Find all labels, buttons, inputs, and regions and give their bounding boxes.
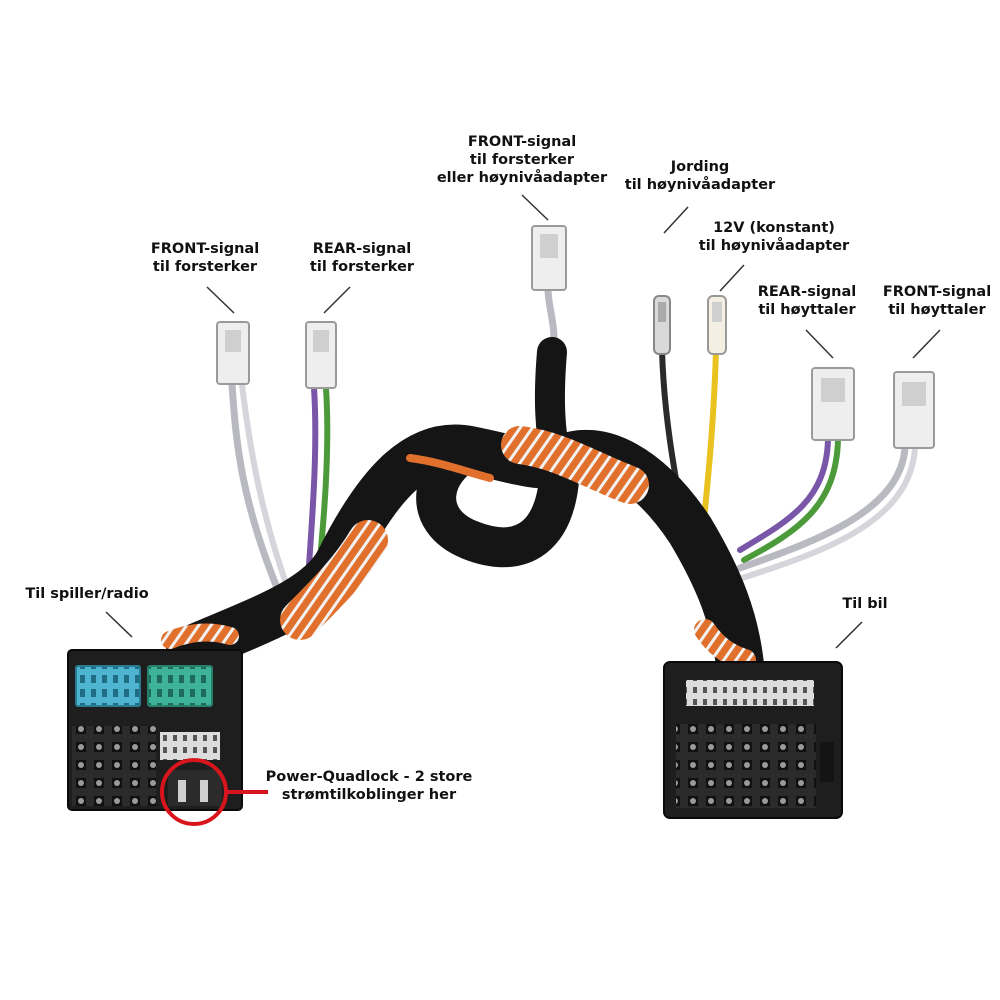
orange-section-center: [501, 426, 649, 504]
bundle-sleeve-loop: [416, 430, 580, 568]
label-front-signal-amp-top: FRONT-signal til forsterker eller høyniv…: [436, 134, 608, 186]
wire-rear-amp-purple: [305, 385, 319, 583]
leader-front-speaker: [912, 329, 941, 359]
leader-rear-amp: [323, 286, 351, 314]
leader-12v: [719, 264, 745, 292]
leader-ground: [663, 206, 689, 234]
connector-front-speaker: [893, 371, 935, 449]
connector-12v-spade: [707, 295, 727, 355]
leader-front-amp-left: [206, 286, 235, 314]
label-rear-signal-speaker: REAR-signal til høyttaler: [757, 284, 857, 318]
label-12v-constant: 12V (konstant) til høynivåadapter: [698, 220, 850, 254]
label-ground: Jording til høynivåadapter: [624, 159, 776, 193]
leader-lines: [105, 194, 941, 649]
wire-front-amp-left-grey: [228, 381, 286, 604]
leader-car: [835, 621, 863, 649]
label-to-radio: Til spiller/radio: [25, 586, 149, 602]
wire-rear-speaker-purple: [737, 437, 831, 553]
label-to-car: Til bil: [842, 596, 888, 612]
wire-front-speaker-grey: [736, 444, 909, 572]
connector-ground-spade: [653, 295, 671, 355]
wire-front-amp-left-grey-2: [239, 382, 295, 603]
leader-radio: [105, 611, 133, 638]
connector-radio-quadlock: [67, 649, 243, 811]
signal-wires: [228, 284, 918, 604]
connector-front-amp-top: [531, 225, 567, 291]
orange-section-car-end: [694, 619, 756, 671]
leader-front-amp-top: [521, 194, 549, 221]
orange-section-left: [280, 520, 388, 640]
wire-front-speaker-grey-2: [739, 445, 918, 581]
cable-bundle: [161, 337, 764, 689]
leader-rear-speaker: [805, 329, 834, 359]
wire-rear-speaker-green: [741, 437, 841, 563]
power-quadlock-highlight: [160, 758, 268, 826]
label-power-quadlock: Power-Quadlock - 2 store strømtilkobling…: [265, 769, 473, 803]
label-front-signal-speaker: FRONT-signal til høyttaler: [882, 284, 992, 318]
orange-section-radio-end: [161, 623, 239, 649]
label-front-signal-amp-left: FRONT-signal til forsterker: [150, 241, 260, 275]
orange-section-stripe: [406, 454, 494, 482]
connector-rear-speaker: [811, 367, 855, 441]
connector-rear-amp: [305, 321, 337, 389]
connector-front-amp-left: [216, 321, 250, 385]
label-rear-signal-amp: REAR-signal til forsterker: [309, 241, 415, 275]
connector-car: [663, 661, 843, 819]
